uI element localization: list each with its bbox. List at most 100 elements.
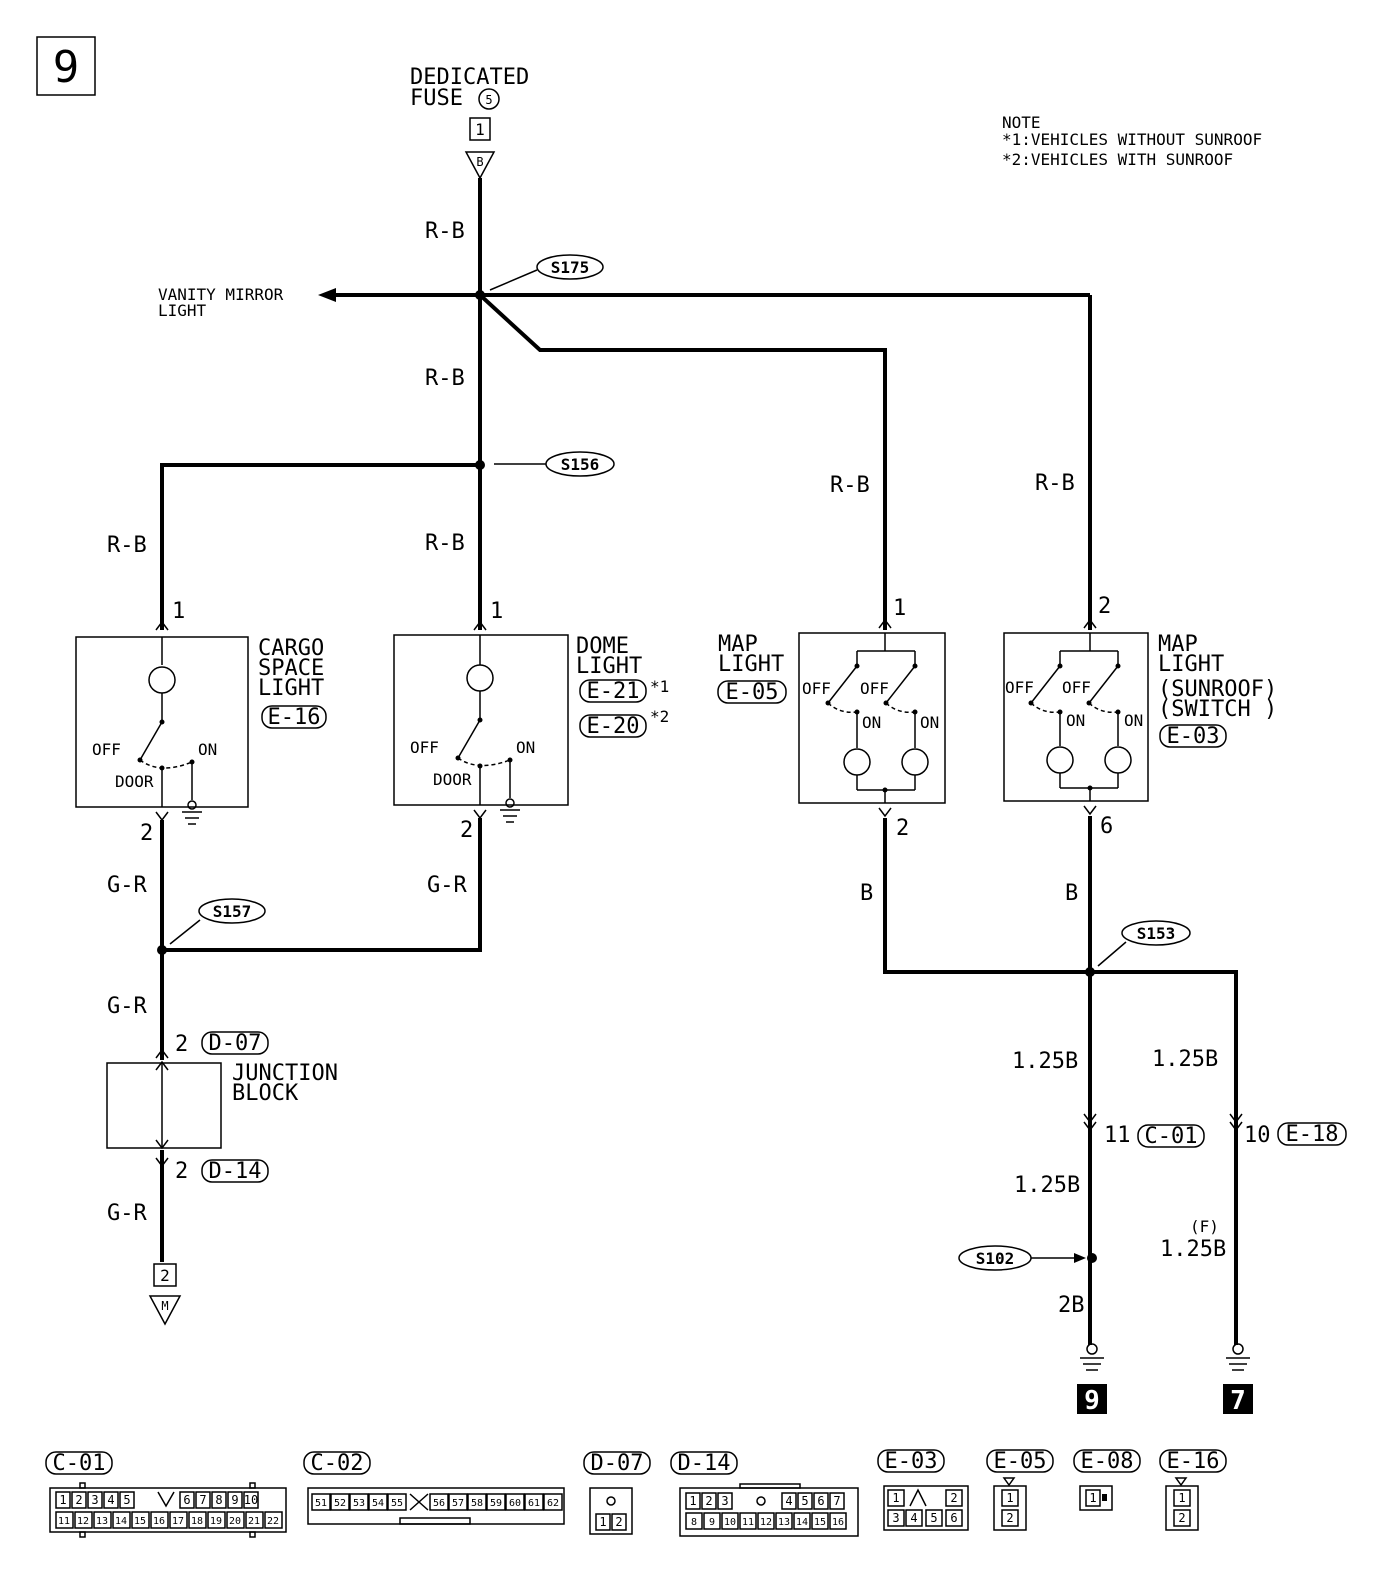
bottom-left-connector: M — [161, 1299, 168, 1313]
svg-text:1: 1 — [689, 1494, 696, 1508]
bottom-left-terminal-box — [153, 1263, 177, 1287]
map2-label-3: (SUNROOF) — [1158, 677, 1277, 702]
wire-label-125b-3: 1.25B — [1014, 1173, 1080, 1198]
map1-pin-top: 1 — [893, 596, 906, 621]
svg-text:16: 16 — [832, 1517, 844, 1528]
svg-text:2: 2 — [75, 1493, 82, 1507]
junction-block: 2 D-07 JUNCTION BLOCK 2 D-14 — [106, 1031, 338, 1184]
map2-connector: E-03 — [1167, 724, 1220, 749]
map2-pin-bottom: 6 — [1100, 814, 1113, 839]
connector-e08-name: E-08 — [1081, 1449, 1134, 1474]
fuse-terminal-box — [469, 117, 491, 141]
dome-pin-top: 1 — [490, 599, 503, 624]
svg-text:17: 17 — [172, 1516, 184, 1527]
dome-note-1: *1 — [650, 677, 669, 696]
wire-label-rb-map1: R-B — [830, 473, 870, 498]
map1-label-2: LIGHT — [718, 652, 784, 677]
ground-9-icon — [1086, 1343, 1098, 1355]
svg-text:2: 2 — [615, 1515, 622, 1529]
svg-text:19: 19 — [210, 1516, 222, 1527]
svg-text:11: 11 — [742, 1517, 754, 1528]
page-number: 9 — [53, 42, 80, 93]
map-light-sunroof-switch: 2 OFF OFF ON ON MAP LIGHT (SUNROOF) (SWI… — [1003, 594, 1277, 839]
connector-views: C-01 1 2 3 4 5 6 7 8 9 10 11 12 13 14 15… — [45, 1449, 1227, 1538]
fuse-label-1: DEDICATED — [410, 65, 529, 90]
cargo-on-label: ON — [198, 740, 217, 759]
ground-9: 9 — [1077, 1343, 1107, 1416]
map1-off-label-2: OFF — [860, 679, 889, 698]
vanity-label-1: VANITY MIRROR — [158, 285, 284, 304]
map1-bulb-icon-1 — [843, 748, 871, 776]
splice-dot-s153 — [1085, 967, 1095, 977]
map2-bulb-icon-1 — [1046, 746, 1074, 774]
svg-text:6: 6 — [950, 1511, 957, 1525]
splice-label-s102: S102 — [976, 1249, 1015, 1268]
connector-d14-name: D-14 — [678, 1451, 731, 1476]
ground-9-label: 9 — [1084, 1386, 1100, 1416]
cargo-off-label: OFF — [92, 740, 121, 759]
svg-text:6: 6 — [817, 1494, 824, 1508]
map2-bulb-icon-2 — [1104, 746, 1132, 774]
cargo-door-label: DOOR — [115, 772, 154, 791]
svg-text:60: 60 — [509, 1498, 521, 1509]
dome-light: 1 OFF ON DOOR DOME LIGHT E-21 *1 E-20 *2… — [393, 599, 669, 843]
dome-connector-tag-2 — [579, 714, 647, 738]
map2-label-4: (SWITCH ) — [1158, 697, 1277, 722]
wire-to-cargo — [160, 463, 480, 630]
svg-text:7: 7 — [833, 1494, 840, 1508]
dome-connector-1: E-21 — [587, 679, 640, 704]
svg-text:1: 1 — [1006, 1491, 1013, 1505]
cargo-ground-icon — [187, 800, 197, 810]
svg-text:1: 1 — [1089, 1491, 1096, 1505]
svg-text:2: 2 — [1178, 1511, 1185, 1525]
junction-label-2: BLOCK — [232, 1081, 299, 1106]
fuse-number: 5 — [485, 93, 492, 107]
ground-7: 7 — [1223, 1343, 1253, 1416]
wire-label-rb-2: R-B — [425, 366, 465, 391]
dome-note-2: *2 — [650, 707, 669, 726]
page-number-box: 9 — [36, 36, 96, 96]
fuse-label-2: FUSE — [410, 86, 463, 111]
svg-text:15: 15 — [134, 1516, 146, 1527]
wire-label-b-1: B — [860, 881, 873, 906]
svg-text:3: 3 — [892, 1511, 899, 1525]
e18-pin: 10 — [1244, 1123, 1271, 1148]
svg-text:7: 7 — [199, 1493, 206, 1507]
svg-text:4: 4 — [910, 1511, 917, 1525]
svg-text:59: 59 — [490, 1498, 502, 1509]
svg-text:62: 62 — [547, 1498, 559, 1509]
cargo-label-2: SPACE — [258, 656, 324, 681]
svg-text:57: 57 — [452, 1498, 464, 1509]
map1-on-label-1: ON — [862, 713, 881, 732]
connector-c02-name: C-02 — [311, 1451, 364, 1476]
e18-connector-tag — [1277, 1122, 1347, 1146]
ground-7-label: 7 — [1230, 1386, 1246, 1416]
svg-text:2: 2 — [1006, 1511, 1013, 1525]
connector-e03-name: E-03 — [885, 1449, 938, 1474]
svg-text:14: 14 — [796, 1517, 808, 1528]
fuse-number-circle — [478, 88, 500, 110]
map1-on-label-2: ON — [920, 713, 939, 732]
junction-pin-bottom: 2 — [175, 1159, 188, 1184]
cargo-pin-top: 1 — [172, 599, 185, 624]
wire-label-125b-2: 1.25B — [1152, 1047, 1218, 1072]
map1-pin-bottom: 2 — [896, 816, 909, 841]
map2-off-label-1: OFF — [1005, 678, 1034, 697]
svg-text:8: 8 — [215, 1493, 222, 1507]
map2-label-2: LIGHT — [1158, 652, 1224, 677]
svg-text:2: 2 — [950, 1491, 957, 1505]
wire-label-rb-cargo: R-B — [107, 533, 147, 558]
dome-on-label: ON — [516, 738, 535, 757]
map1-connector: E-05 — [726, 680, 779, 705]
bottom-left-terminal: 2 — [160, 1266, 170, 1285]
svg-text:13: 13 — [96, 1516, 108, 1527]
wire-label-2b: 2B — [1058, 1293, 1085, 1318]
note-line-2: *2:VEHICLES WITH SUNROOF — [1002, 150, 1233, 169]
splice-pointer-s153 — [1097, 941, 1127, 967]
junction-connector-tag-bottom — [201, 1159, 269, 1183]
splice-tag-s153 — [1121, 920, 1191, 946]
svg-text:15: 15 — [814, 1517, 826, 1528]
splice-label-s175: S175 — [551, 258, 590, 277]
svg-text:1: 1 — [892, 1491, 899, 1505]
wire-label-rb-3: R-B — [425, 531, 465, 556]
